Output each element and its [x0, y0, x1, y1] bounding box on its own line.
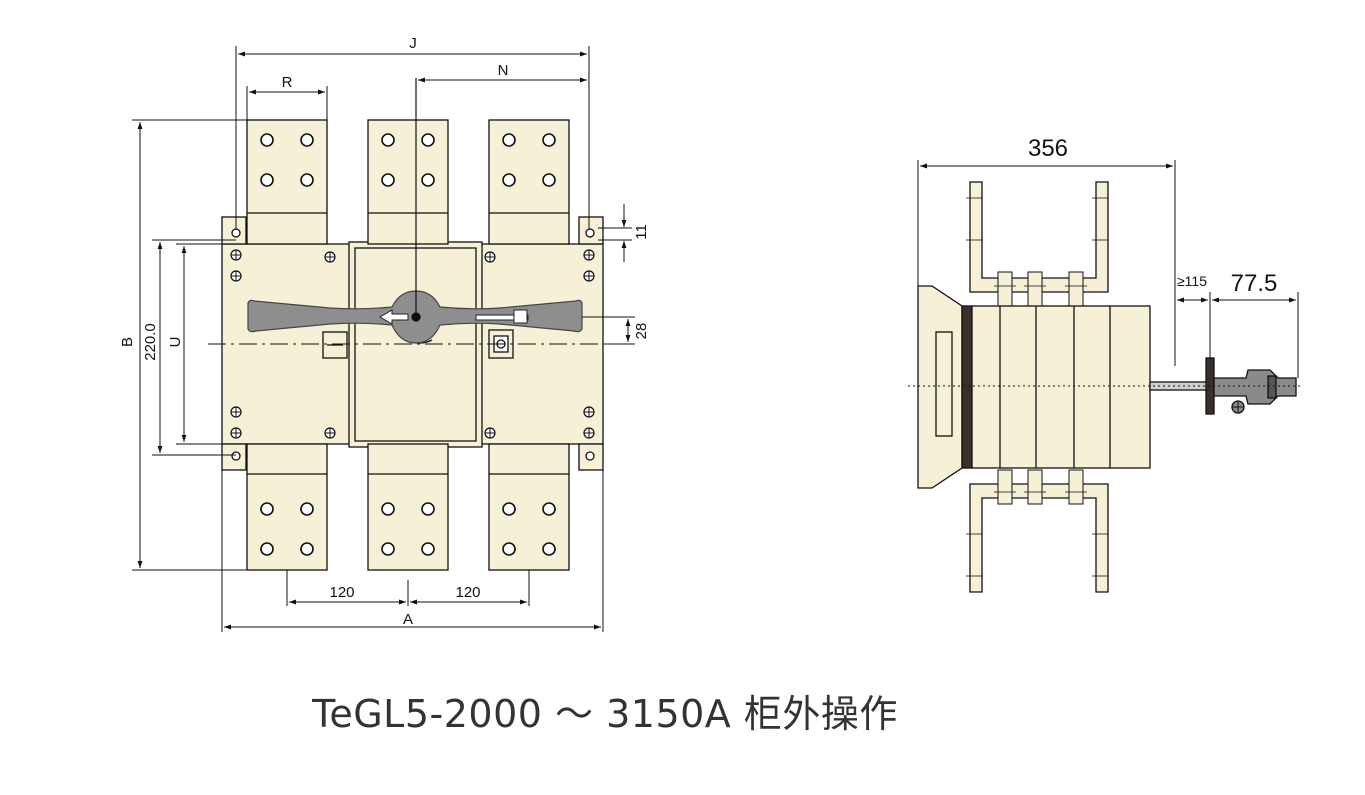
drawing-caption: TeGL5-2000 ～ 3150A 柜外操作 [312, 692, 898, 736]
label-77-5: 77.5 [1231, 270, 1278, 297]
upper-terminals [246, 119, 570, 245]
lower-terminals [246, 443, 570, 571]
label-min-115: ≥115 [1177, 273, 1207, 289]
label-11: 11 [633, 224, 650, 240]
label-R: R [282, 74, 293, 91]
side-band [961, 305, 973, 469]
label-U: U [167, 337, 184, 348]
handle-knob [1213, 369, 1297, 405]
label-A: A [403, 611, 413, 628]
front-dimension-labels: J R N B 220.0 U 11 28 120 120 A [119, 35, 650, 628]
label-28: 28 [633, 323, 650, 340]
upper-bus-bars [969, 181, 1109, 293]
label-N: N [498, 62, 509, 79]
front-dimensions [132, 46, 635, 632]
terminal-holes [260, 133, 556, 556]
side-dimension-labels: 356 ≥115 77.5 [1028, 135, 1277, 297]
label-356: 356 [1028, 135, 1068, 162]
label-J: J [409, 35, 417, 52]
side-body [971, 305, 1151, 469]
lower-bus-bars [969, 483, 1109, 593]
bar-bolts [997, 271, 1084, 505]
front-view [208, 78, 606, 571]
label-120-left: 120 [329, 584, 354, 601]
label-120-right: 120 [455, 584, 480, 601]
label-220: 220.0 [142, 323, 159, 361]
label-B: B [119, 337, 136, 347]
side-view [908, 181, 1300, 593]
side-dimensions [917, 160, 1299, 378]
